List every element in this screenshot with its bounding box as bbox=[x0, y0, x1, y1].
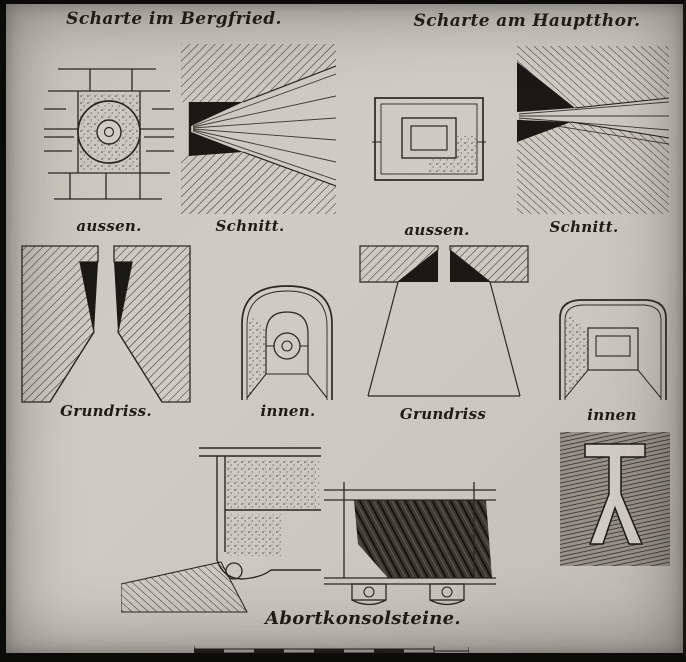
figure-bergfried-aussen-drawing bbox=[44, 59, 174, 207]
caption-hauptthor-grundriss: Grundriss bbox=[399, 405, 487, 423]
figure-corbel-elevation-drawing bbox=[324, 482, 496, 610]
figure-corbel-shaft-drawing bbox=[558, 430, 672, 568]
caption-bergfried-schnitt: Schnitt. bbox=[215, 217, 285, 235]
caption-hauptthor-innen: innen bbox=[587, 406, 637, 424]
figure-hauptthor-aussen-drawing bbox=[372, 92, 486, 186]
caption-abortkonsolsteine: Abortkonsolsteine. bbox=[265, 608, 461, 629]
figure-corbel-section-drawing bbox=[121, 432, 321, 614]
figure-hauptthor-innen-drawing bbox=[554, 288, 672, 400]
figure-hauptthor-grundriss-drawing bbox=[358, 240, 530, 402]
figure-hauptthor-schnitt-drawing bbox=[517, 46, 669, 214]
caption-hauptthor-schnitt: Schnitt. bbox=[549, 218, 619, 236]
caption-bergfried-grundriss: Grundriss. bbox=[60, 402, 152, 420]
caption-hauptthor-aussen: aussen. bbox=[404, 221, 470, 239]
title-bergfried: Scharte im Bergfried. bbox=[66, 9, 282, 29]
figure-bergfried-innen-drawing bbox=[234, 272, 340, 400]
title-hauptthor: Scharte am Hauptthor. bbox=[413, 11, 641, 31]
figure-bergfried-schnitt-drawing bbox=[181, 44, 336, 214]
caption-bergfried-innen: innen. bbox=[260, 402, 316, 420]
caption-bergfried-aussen: aussen. bbox=[76, 217, 142, 235]
scale-bar bbox=[194, 646, 469, 653]
figure-bergfried-grundriss-drawing bbox=[20, 244, 192, 404]
